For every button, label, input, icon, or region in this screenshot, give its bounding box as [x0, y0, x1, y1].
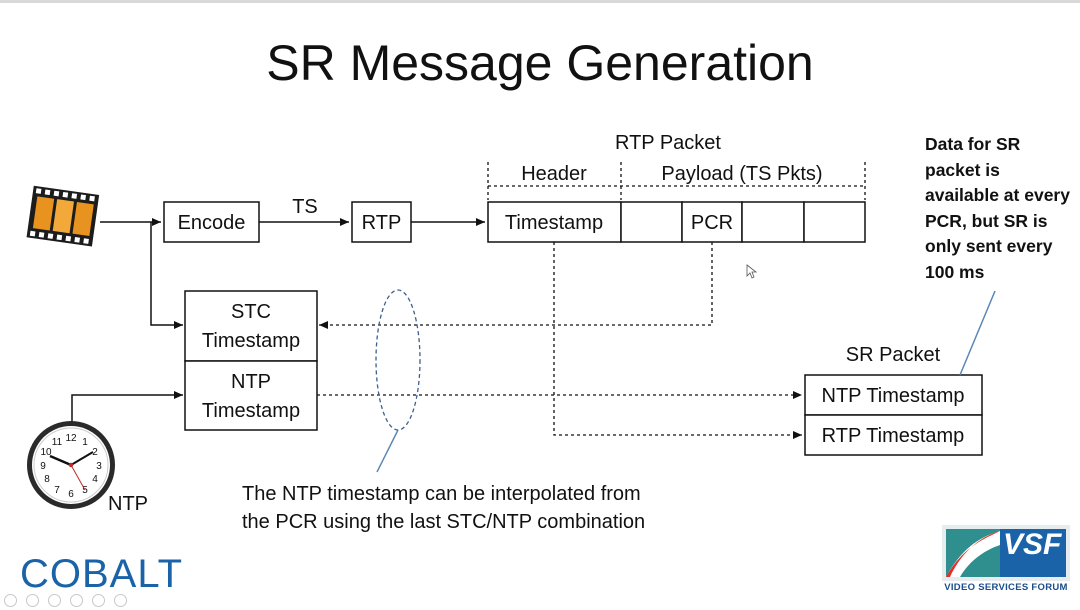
zoom-icon[interactable] — [92, 594, 105, 607]
clock-ntp-label: NTP — [108, 493, 148, 515]
ntp-label-line2: Timestamp — [202, 400, 300, 422]
ntp-box — [184, 360, 318, 431]
sr-rtp-timestamp-label: RTP Timestamp — [822, 425, 965, 447]
payload-label: Payload (TS Pkts) — [661, 163, 822, 185]
interpolation-ellipse — [375, 289, 421, 431]
timestamp-cell-label: Timestamp — [505, 212, 603, 234]
slide-title: SR Message Generation — [266, 35, 814, 91]
stc-label-line1: STC — [231, 301, 271, 323]
svg-text:6: 6 — [68, 489, 74, 500]
caption-line-1: The NTP timestamp can be interpolated fr… — [242, 483, 641, 505]
ntp-label-line1: NTP — [231, 371, 271, 393]
slides-icon[interactable] — [70, 594, 83, 607]
svg-text:12: 12 — [65, 433, 77, 444]
svg-text:3: 3 — [96, 461, 102, 472]
vsf-logo-text: VSF — [1003, 528, 1062, 561]
more-options-icon[interactable] — [114, 594, 127, 607]
sr-rtp-timestamp-box — [804, 414, 983, 456]
stc-box — [184, 290, 318, 362]
timestamp-to-sr-arrow — [553, 242, 802, 439]
svg-text:4: 4 — [92, 474, 98, 485]
packet-cells — [487, 201, 866, 243]
mouse-cursor-icon — [746, 264, 758, 279]
vsf-tagline: VIDEO SERVICES FORUM — [944, 582, 1068, 593]
film-to-stc-arrow — [150, 222, 183, 329]
prev-slide-icon[interactable] — [4, 594, 17, 607]
clock-icon: 12 1 2 3 4 5 6 7 8 9 10 11 — [27, 421, 115, 509]
rtp-packet-label: RTP Packet — [615, 132, 721, 154]
cobalt-logo: COBALT — [20, 552, 184, 596]
film-strip-icon — [26, 185, 100, 247]
rtp-label: RTP — [362, 212, 402, 234]
interpolation-caption: The NTP timestamp can be interpolated fr… — [242, 480, 645, 536]
svg-text:5: 5 — [82, 485, 88, 496]
svg-text:11: 11 — [52, 437, 63, 448]
svg-text:2: 2 — [92, 447, 98, 458]
svg-text:9: 9 — [40, 461, 46, 472]
svg-text:10: 10 — [40, 447, 52, 458]
svg-text:7: 7 — [54, 485, 60, 496]
ts-label: TS — [292, 196, 318, 218]
caption-pointer-line — [376, 429, 399, 473]
note-pointer-line — [959, 290, 996, 376]
sr-ntp-timestamp-box — [804, 374, 983, 416]
pen-icon[interactable] — [48, 594, 61, 607]
vsf-logo-graphic — [942, 525, 1070, 581]
encode-label: Encode — [178, 212, 246, 234]
clock-to-ntp-arrow — [71, 391, 183, 425]
top-border — [0, 0, 1080, 3]
caption-line-2: the PCR using the last STC/NTP combinati… — [242, 511, 646, 533]
svg-text:1: 1 — [82, 437, 88, 448]
stc-label-line2: Timestamp — [202, 330, 300, 352]
sr-packet-label: SR Packet — [846, 344, 941, 366]
next-slide-icon[interactable] — [26, 594, 39, 607]
svg-text:8: 8 — [44, 474, 50, 485]
pcr-cell-label: PCR — [691, 212, 733, 234]
pcr-to-stc-arrow — [319, 242, 713, 329]
sr-ntp-timestamp-label: NTP Timestamp — [822, 385, 965, 407]
header-label: Header — [521, 163, 587, 185]
sr-timing-note: Data for SR packet is available at every… — [925, 134, 1070, 282]
packet-brackets — [487, 162, 866, 200]
